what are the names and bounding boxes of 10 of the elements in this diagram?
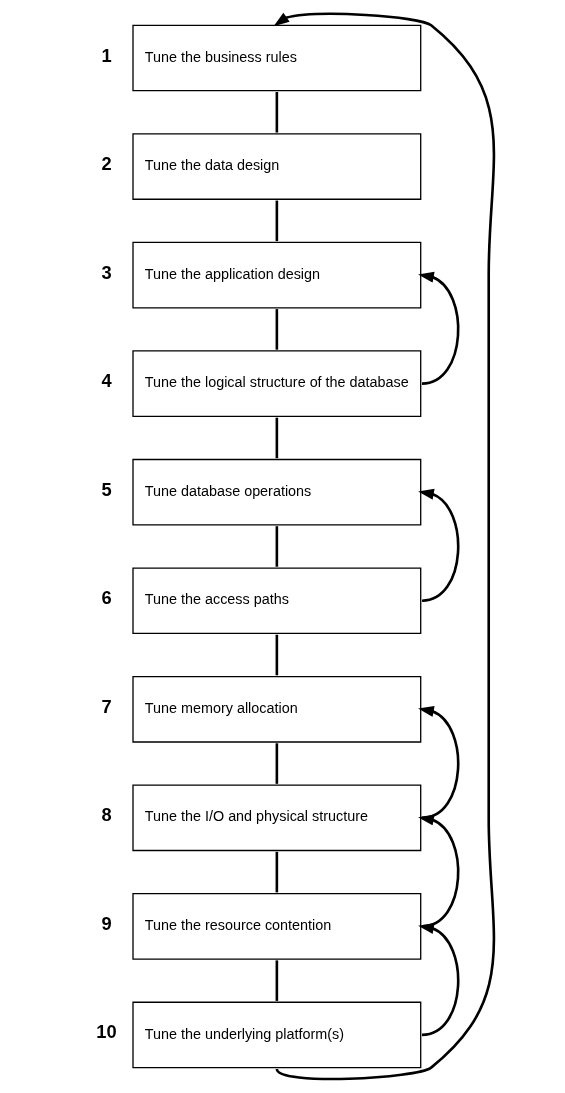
- node-label: 3: [101, 261, 112, 283]
- node-label: 8: [101, 804, 112, 826]
- node-label: 7: [101, 695, 112, 717]
- node-label: 2: [101, 153, 112, 175]
- node-label: 10: [96, 1021, 117, 1043]
- node-label: 4: [101, 370, 112, 392]
- node-label: 6: [101, 587, 112, 609]
- node-label: 5: [101, 478, 112, 500]
- node-label: 9: [101, 912, 112, 934]
- node-label: 1: [101, 44, 112, 66]
